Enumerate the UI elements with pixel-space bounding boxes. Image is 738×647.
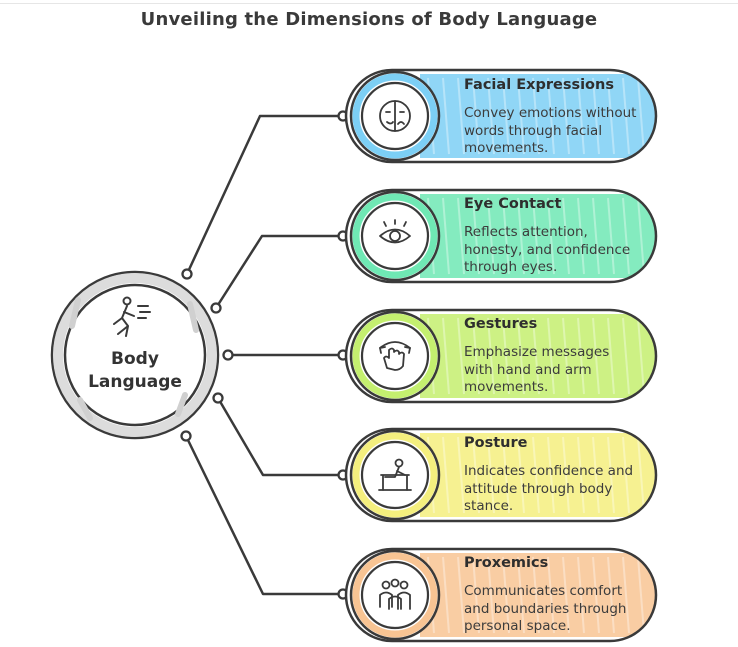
- diagram-title: Unveiling the Dimensions of Body Languag…: [140, 9, 598, 30]
- connector-facial-expressions: [185, 114, 343, 275]
- icon-disc-ring: [352, 73, 438, 159]
- card-description-eye-contact: Reflects attention, honesty, and confide…: [464, 224, 631, 275]
- icon-disc-inner: [360, 321, 430, 391]
- card-color-fill: [420, 314, 656, 398]
- card-outline: [344, 308, 658, 404]
- center-label-line2: Language: [88, 372, 182, 392]
- card-proxemics: [344, 547, 658, 643]
- center-hub: [50, 270, 220, 440]
- icon-disc-ring: [352, 552, 438, 638]
- card-outline: [344, 427, 658, 523]
- card-title-proxemics: Proxemics: [464, 555, 549, 571]
- card-color-fill: [420, 553, 656, 637]
- card-facial-expressions: [344, 68, 658, 164]
- icon-disc-ring: [352, 193, 438, 279]
- card-description-posture: Indicates confidence and attitude throug…: [464, 463, 634, 514]
- card-eye-contact: [344, 188, 658, 284]
- card-posture: [344, 427, 658, 523]
- top-divider: [0, 3, 738, 4]
- eye-icon: [379, 219, 411, 244]
- icon-disc-ring: [352, 313, 438, 399]
- icon-disc-inner: [360, 201, 430, 271]
- connector-proxemics: [184, 435, 343, 596]
- people-group-icon: [379, 578, 411, 610]
- card-title-eye-contact: Eye Contact: [464, 196, 562, 212]
- cards: [344, 68, 658, 643]
- card-description-gestures: Emphasize messages with hand and arm mov…: [464, 344, 610, 395]
- card-title-gestures: Gestures: [464, 316, 538, 332]
- card-outline: [344, 68, 658, 164]
- card-description-facial-expressions: Convey emotions without words through fa…: [464, 105, 637, 156]
- card-outline: [344, 547, 658, 643]
- face-mask-icon: [379, 100, 411, 132]
- card-title-facial-expressions: Facial Expressions: [464, 77, 614, 93]
- card-color-fill: [420, 74, 656, 158]
- icon-disc-ring: [352, 432, 438, 518]
- connector-eye-contact: [214, 234, 343, 309]
- card-outline: [344, 188, 658, 284]
- center-label: Body Language: [70, 348, 200, 394]
- running-person-icon: [113, 296, 151, 337]
- card-color-fill: [420, 194, 656, 278]
- seated-person-icon: [378, 458, 412, 491]
- center-label-line1: Body: [111, 349, 159, 369]
- hand-gesture-icon: [379, 341, 411, 371]
- card-description-proxemics: Communicates comfort and boundaries thro…: [464, 583, 627, 634]
- card-gestures: [344, 308, 658, 404]
- connector-posture: [216, 397, 343, 477]
- card-title-posture: Posture: [464, 435, 528, 451]
- connectors: [184, 114, 343, 596]
- card-color-fill: [420, 433, 656, 517]
- icon-disc-inner: [360, 560, 430, 630]
